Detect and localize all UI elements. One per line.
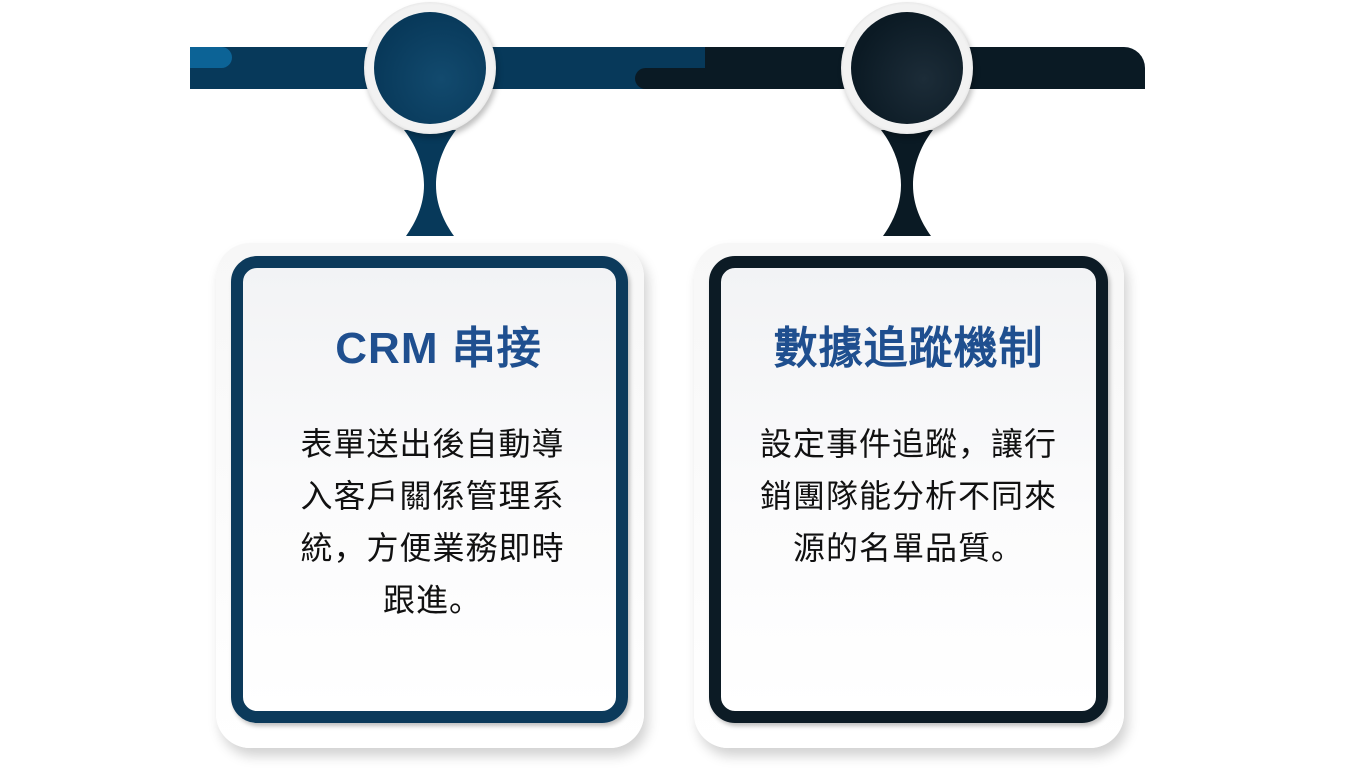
timeline-stem-2 xyxy=(881,130,933,236)
card-body-line: 表單送出後自動導 xyxy=(300,425,565,463)
card-body: 設定事件追蹤，讓行 銷團隊能分析不同來 源的名單品質。 xyxy=(741,418,1076,574)
timeline-node-2 xyxy=(841,2,973,134)
timeline-node-2-circle-icon xyxy=(851,12,963,124)
card-crm-integration: CRM 串接 表單送出後自動導 入客戶關係管理系 統，方便業務即時 跟進。 xyxy=(216,243,644,748)
card-data-tracking: 數據追蹤機制 設定事件追蹤，讓行 銷團隊能分析不同來 源的名單品質。 xyxy=(694,243,1124,748)
card-title: CRM 串接 xyxy=(335,324,542,373)
card-frame: 數據追蹤機制 設定事件追蹤，讓行 銷團隊能分析不同來 源的名單品質。 xyxy=(709,256,1108,723)
timeline-bar-start-cap xyxy=(190,47,232,68)
card-body-line: 統，方便業務即時 xyxy=(300,529,565,567)
card-body-line: 入客戶關係管理系 xyxy=(300,477,565,515)
card-body-line: 銷團隊能分析不同來 xyxy=(759,477,1057,515)
timeline-node-1 xyxy=(364,2,496,134)
card-body-line: 跟進。 xyxy=(382,581,482,619)
timeline-stem-1 xyxy=(404,130,456,236)
card-frame: CRM 串接 表單送出後自動導 入客戶關係管理系 統，方便業務即時 跟進。 xyxy=(231,256,628,723)
card-body: 表單送出後自動導 入客戶關係管理系 統，方便業務即時 跟進。 xyxy=(267,418,598,626)
card-body-line: 源的名單品質。 xyxy=(792,529,1024,567)
timeline-node-1-circle-icon xyxy=(374,12,486,124)
card-title: 數據追蹤機制 xyxy=(773,324,1044,373)
timeline-bar-navy-tail xyxy=(600,47,710,68)
card-body-line: 設定事件追蹤，讓行 xyxy=(759,425,1057,463)
